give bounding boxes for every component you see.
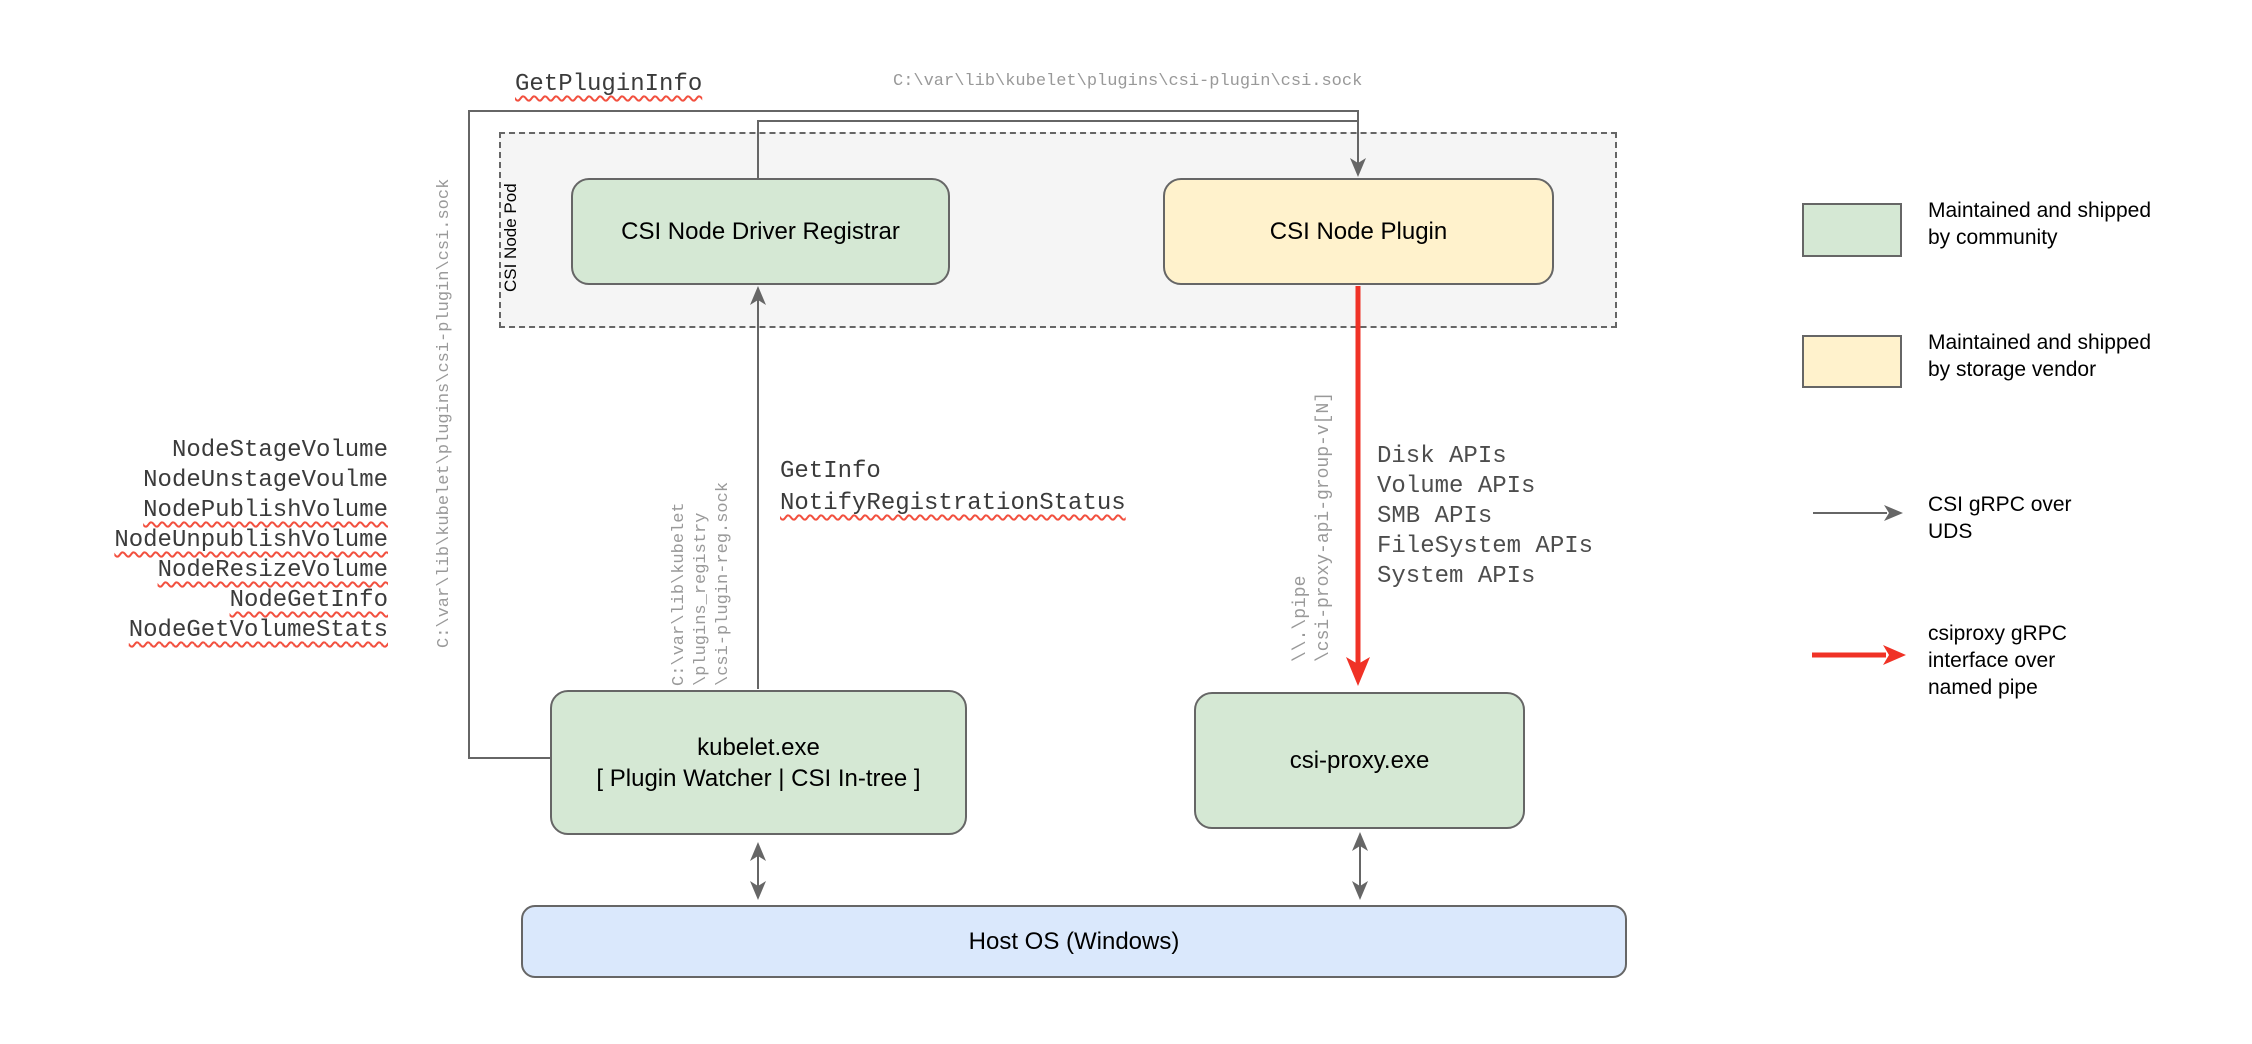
api-list-item: System APIs [1377,563,1536,590]
api-list-item: FileSystem APIs [1377,533,1594,560]
legend-csiproxy-grpc-text: csiproxy gRPC interface over named pipe [1928,622,2067,699]
csi-node-driver-registrar-box: CSI Node Driver Registrar [571,178,950,285]
node-rpc-item: NodeResizeVolume [157,557,388,584]
registration-rpc-labels: GetInfo NotifyRegistrationStatus [780,456,1126,520]
node-rpc-item: NodePublishVolume [143,497,388,524]
node-rpc-item: NodeUnpublishVolume [114,527,388,554]
kubelet-box: kubelet.exe [ Plugin Watcher | CSI In-tr… [550,690,967,835]
csi-proxy-label: csi-proxy.exe [1289,747,1430,774]
arrowhead-down-hostos2-icon [1352,881,1368,900]
get-info-label: GetInfo [780,458,881,485]
kubelet-label-line1: kubelet.exe [697,733,820,761]
legend-red-arrowhead-icon [1883,645,1906,665]
csi-sock-path-left-label: C:\var\lib\kubelet\plugins\csi-plugin\cs… [435,178,454,648]
node-rpc-item: NodeStageVolume [171,437,388,464]
csi-node-pod-label: CSI Node Pod [501,183,520,292]
arrowhead-into-csiproxy-icon [1346,657,1370,686]
legend-vendor-swatch [1802,335,1902,388]
legend-community-text: Maintained and shipped by community [1928,199,2152,249]
arrowhead-up-kubelet-icon [750,842,766,861]
arrowhead-down-hostos-icon [750,881,766,900]
node-rpc-list: NodeStageVolume NodeUnstageVoulme NodePu… [90,436,388,646]
csi-sock-path-top-label: C:\var\lib\kubelet\plugins\csi-plugin\cs… [893,72,1363,91]
get-plugin-info-label: GetPluginInfo [515,71,703,98]
legend-gray-arrowhead-icon [1884,505,1903,521]
legend-community-swatch [1802,203,1902,257]
csi-proxy-box: csi-proxy.exe [1194,692,1525,829]
host-os-box: Host OS (Windows) [521,905,1627,978]
host-os-label: Host OS (Windows) [968,928,1180,955]
node-rpc-item: NodeGetVolumeStats [128,617,388,644]
csi-node-plugin-box: CSI Node Plugin [1163,178,1554,285]
legend-vendor-text: Maintained and shipped by storage vendor [1928,331,2152,381]
named-pipe-path-label: \\.\pipe \csi-proxy-api-group-v[N] [1291,391,1334,662]
node-rpc-item: NodeUnstageVoulme [143,467,388,494]
arrowhead-up-csiproxy-icon [1352,832,1368,851]
csi-node-plugin-label: CSI Node Plugin [1269,218,1448,245]
node-rpc-item: NodeGetInfo [229,587,388,614]
api-list-item: Disk APIs [1377,443,1507,470]
csi-proxy-api-list: Disk APIs Volume APIs SMB APIs FileSyste… [1377,442,1593,592]
api-list-item: Volume APIs [1377,473,1536,500]
api-list-item: SMB APIs [1377,503,1493,530]
kubelet-label-line2: [ Plugin Watcher | CSI In-tree ] [596,764,921,792]
notify-registration-status-label: NotifyRegistrationStatus [780,490,1126,517]
registry-sock-path-label: C:\var\lib\kubelet \plugins_registry \cs… [670,481,733,686]
csi-node-driver-registrar-label: CSI Node Driver Registrar [621,218,900,245]
legend-csi-grpc-text: CSI gRPC over UDS [1928,493,2072,543]
